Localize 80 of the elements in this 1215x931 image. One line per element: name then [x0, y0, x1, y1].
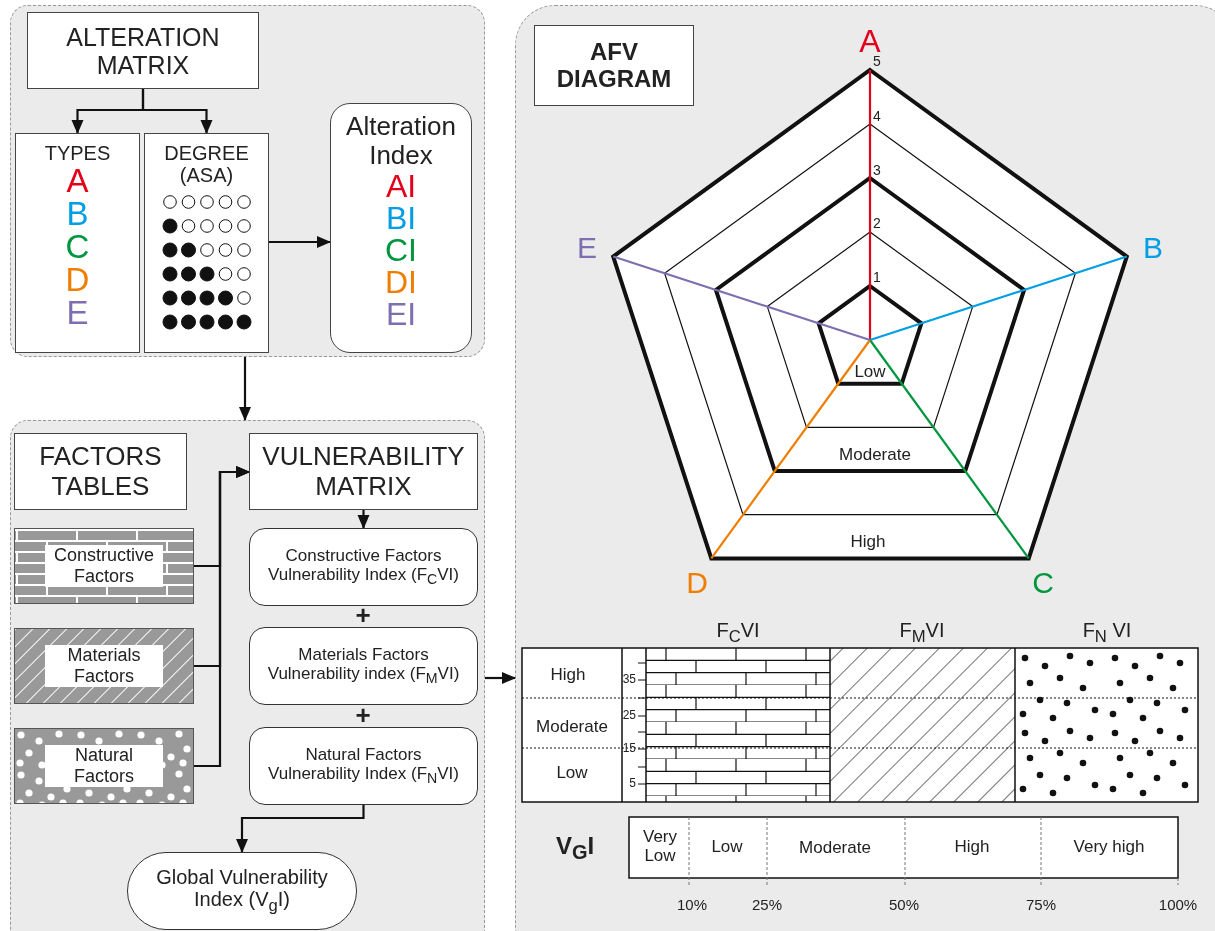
arrow: [194, 466, 250, 768]
box-label: Constructive Factors Vulnerability Index (F$_{C}$VI): [267, 545, 460, 589]
arrow: [141, 89, 213, 134]
plus-sign: +: [355, 600, 371, 630]
box-label: Materials Factors: [45, 645, 163, 687]
arrow: [485, 672, 516, 684]
arrow: [357, 510, 370, 529]
segment-label: Very high: [1073, 837, 1145, 857]
code-label: CI: [385, 234, 417, 267]
panel-background: [10, 420, 485, 931]
segment-label: Low: [711, 837, 743, 857]
axis-label: C: [1032, 565, 1054, 599]
list-box: [144, 133, 269, 353]
segment-label: High: [954, 837, 990, 857]
box-title: AFV DIAGRAM: [555, 38, 673, 93]
plus-sign: +: [355, 700, 371, 730]
arrow: [236, 805, 365, 853]
column-header: F$_{N}$ VI: [1082, 619, 1132, 647]
box-title: ALTERATION MATRIX: [65, 22, 221, 79]
scale-number: 3: [873, 163, 881, 179]
arrow: [269, 236, 331, 248]
scale-number: 4: [873, 109, 881, 125]
code-label: BI: [385, 202, 417, 235]
title-box: [534, 25, 694, 106]
scale-title: V$_{G}$I: [555, 832, 595, 864]
scale-number: 25: [622, 709, 636, 723]
row-label: High: [550, 665, 586, 685]
box-label: Natural Factors Vulnerability Index (F$_{N}$VI): [267, 744, 460, 788]
box-label: Alteration Index: [345, 112, 457, 171]
segment-label: Very Low: [642, 828, 678, 866]
segment-label: Moderate: [799, 838, 871, 858]
box-label: Global Vulnerability Index (V$_{g}$I): [155, 865, 329, 917]
arrow: [239, 357, 251, 421]
title-box: [249, 433, 478, 510]
scale-number: 35: [622, 673, 636, 687]
code-label: C: [65, 230, 90, 264]
process-box: [249, 528, 478, 606]
band-label: Low: [854, 362, 886, 382]
percent-label: 25%: [752, 896, 782, 914]
code-label: DI: [385, 266, 417, 299]
band-label: Moderate: [839, 445, 911, 465]
row-label: Moderate: [536, 717, 608, 737]
brick-pattern-box: [14, 528, 194, 604]
percent-label: 75%: [1026, 896, 1056, 914]
box-label: Materials Factors Vulnerability index (F$_{M}$VI): [266, 644, 461, 688]
percent-label: 100%: [1158, 896, 1198, 914]
box-title: VULNERABILITY MATRIX: [261, 442, 466, 501]
scale-number: 15: [622, 742, 636, 756]
hatched-box: [14, 628, 194, 704]
panel-background: [10, 5, 485, 357]
percent-label: 10%: [677, 896, 707, 914]
box-label: DEGREE (ASA): [163, 142, 250, 187]
percent-label: 50%: [889, 896, 919, 914]
list-box: [15, 133, 140, 353]
column-header: F$_{M}$VI: [899, 619, 945, 647]
column-header: F$_{C}$VI: [716, 619, 760, 647]
row-label: Low: [556, 763, 588, 783]
process-box: [249, 627, 478, 705]
process-box: [249, 727, 478, 805]
box-label: Constructive Factors: [45, 545, 163, 587]
axis-label: B: [1143, 230, 1163, 264]
title-box: [27, 12, 259, 89]
code-label: E: [66, 296, 89, 330]
dotted-box: [14, 728, 194, 804]
code-label: D: [65, 263, 90, 297]
code-label: EI: [385, 298, 417, 331]
code-label: AI: [385, 170, 417, 203]
title-box: [14, 433, 187, 510]
code-label: A: [66, 164, 89, 198]
band-label: High: [850, 532, 886, 552]
scale-number: 2: [873, 216, 881, 232]
scale-number: 5: [629, 777, 636, 791]
box-label: Natural Factors: [45, 745, 163, 787]
rounded-box: [330, 103, 472, 353]
code-label: B: [66, 197, 89, 231]
axis-label: D: [686, 565, 708, 599]
box-title: FACTORS TABLES: [38, 442, 163, 501]
box-label: TYPES: [44, 142, 111, 165]
scale-number: 1: [873, 270, 881, 286]
axis-label: E: [577, 230, 597, 264]
